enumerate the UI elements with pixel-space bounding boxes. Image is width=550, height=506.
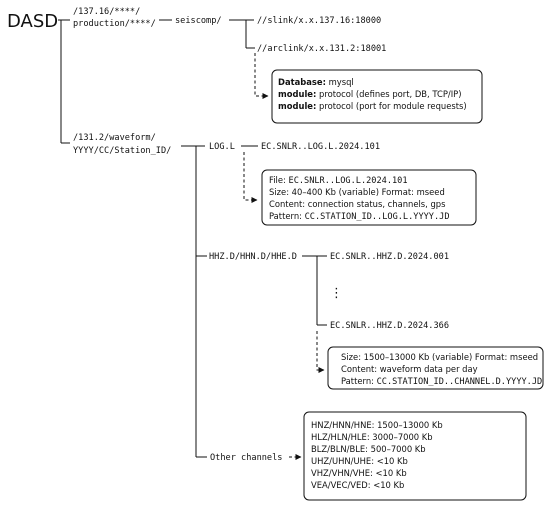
- log-folder: LOG.L: [209, 142, 235, 152]
- other-channel-line: HNZ/HNN/HNE: 1500–13000 Kb: [311, 420, 443, 430]
- other-channel-line: UHZ/UHN/UHE: <10 Kb: [311, 456, 408, 466]
- hh-line-3: Pattern: CC.STATION_ID..CHANNEL.D.YYYY.J…: [341, 376, 542, 387]
- db-line-1: Database: mysql: [278, 77, 354, 87]
- hh-line-2: Content: waveform data per day: [341, 364, 478, 374]
- hh-line-1: Size: 1500–13000 Kb (variable) Format: m…: [341, 352, 538, 362]
- waveform-connectors: [181, 145, 207, 458]
- other-channel-line: BLZ/BLN/BLE: 500–7000 Kb: [311, 444, 426, 454]
- slink-endpoint: //slink/x.x.137.16:18000: [257, 16, 381, 26]
- hh-files-ellipsis: ⋮: [330, 286, 343, 301]
- other-channel-line: VHZ/VHN/VHE: <10 Kb: [311, 468, 407, 478]
- other-channels-box: [303, 411, 527, 501]
- log-line-1: File: EC.SNLR..LOG.L.2024.101: [269, 175, 408, 186]
- other-channels-list: HNZ/HNN/HNE: 1500–13000 Kb HLZ/HLN/HLE: 3…: [311, 420, 443, 490]
- root-label: DASD: [7, 11, 58, 32]
- hh-file-to-info-arrow: [316, 331, 325, 373]
- other-channels-label: Other channels: [210, 453, 282, 463]
- waveform-path-line2: YYYY/CC/Station_ID/: [73, 146, 171, 156]
- log-file-to-info-arrow: [243, 152, 258, 203]
- other-channel-line: VEA/VEC/VED: <10 Kb: [311, 480, 404, 490]
- hh-folder: HHZ.D/HHN.D/HHE.D: [209, 252, 297, 262]
- log-line-3: Content: connection status, channels, gp…: [269, 199, 445, 209]
- database-info-box: [271, 69, 483, 124]
- hh-info-box: [327, 346, 544, 390]
- db-line-3: module: protocol (port for module reques…: [278, 101, 467, 111]
- arclink-to-db-arrow: [254, 53, 269, 99]
- log-info-box: [261, 169, 477, 226]
- root-connectors: [58, 19, 70, 144]
- db-line-2: module: protocol (defines port, DB, TCP/…: [278, 89, 461, 99]
- seiscomp-connectors: [229, 19, 255, 49]
- seiscomp-path-line1: /137.16/****/: [73, 7, 140, 17]
- waveform-path-line1: /131.2/waveform/: [73, 133, 156, 143]
- other-channel-line: HLZ/HLN/HLE: 3000–7000 Kb: [311, 432, 433, 442]
- hh-file-last: EC.SNLR..HHZ.D.2024.366: [330, 321, 449, 331]
- log-file: EC.SNLR..LOG.L.2024.101: [261, 142, 380, 152]
- arclink-endpoint: //arclink/x.x.131.2:18001: [257, 44, 386, 54]
- hh-connectors: [302, 255, 327, 326]
- hh-file-first: EC.SNLR..HHZ.D.2024.001: [330, 252, 449, 262]
- seiscomp-folder: seiscomp/: [175, 16, 222, 26]
- log-line-4: Pattern: CC.STATION_ID..LOG.L.YYYY.JD: [269, 211, 450, 222]
- seiscomp-path-line2: production/****/: [73, 19, 156, 29]
- log-line-2: Size: 40–400 Kb (variable) Format: mseed: [269, 187, 445, 197]
